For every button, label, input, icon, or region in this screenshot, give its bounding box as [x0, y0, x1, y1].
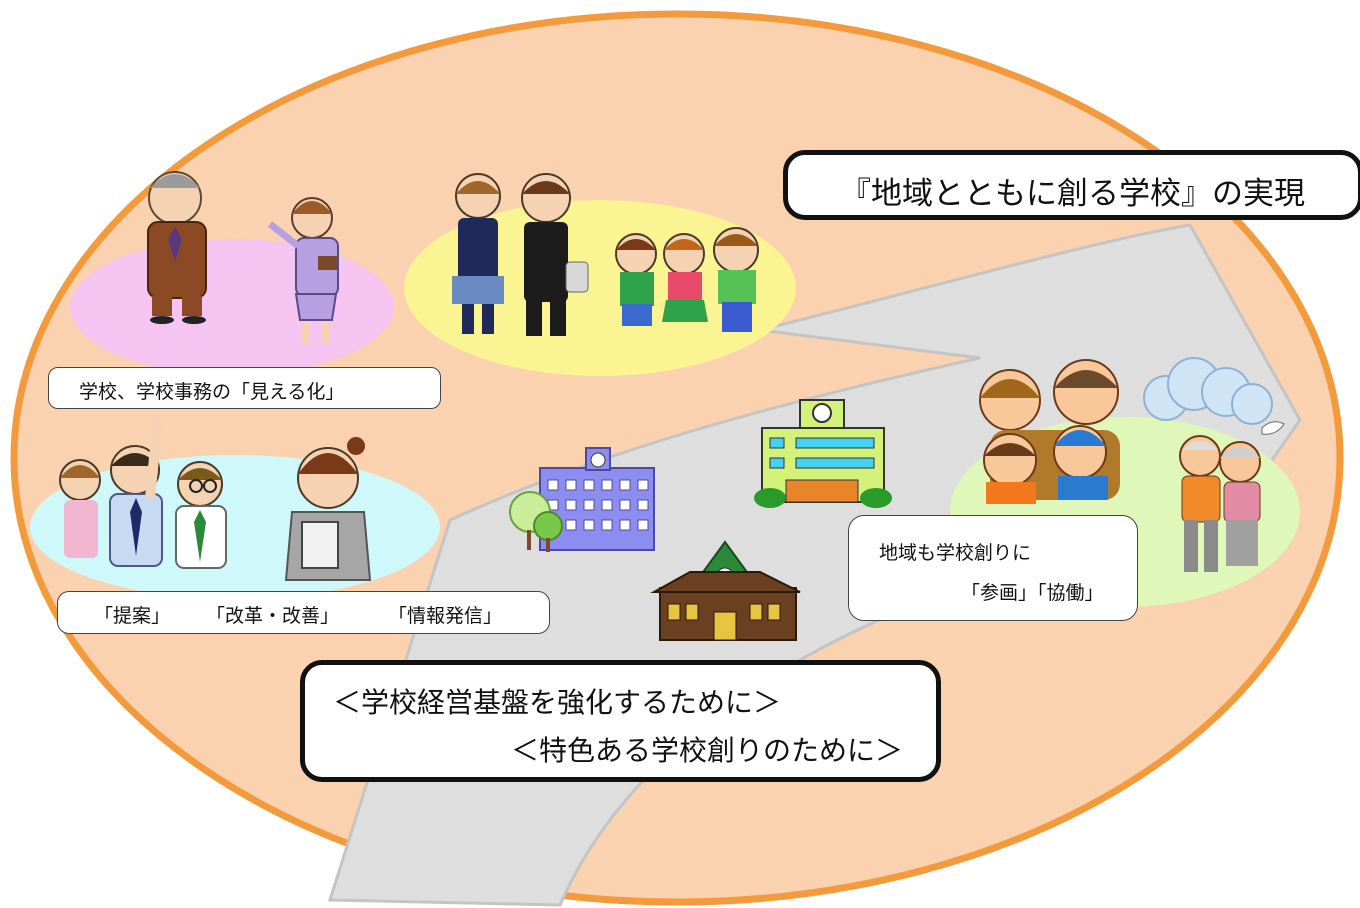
elementary-children: [615, 227, 759, 332]
office-staff-group: [59, 417, 227, 569]
family-figure: [979, 359, 1120, 504]
proposal-label-box: 「提案」 「改革・改善」 「情報発信」: [57, 591, 550, 634]
title-text: 『地域とともに創る学校』の実現: [840, 176, 1305, 212]
proposal-label: 「提案」: [94, 605, 171, 627]
elderly-couple: [1179, 435, 1261, 572]
junior-high-students: [452, 173, 589, 336]
reform-label: 「改革・改善」: [206, 605, 340, 627]
community-label-box: 地域も学校創りに 「参画」「協働」: [848, 515, 1138, 621]
goal-line2: ＜特色ある学校創りのために＞: [511, 734, 904, 767]
community-label-line1: 地域も学校創りに: [879, 542, 1032, 564]
clouds: [1143, 357, 1273, 425]
info-label: 「情報発信」: [388, 605, 503, 627]
visibility-label-box: 学校、学校事務の「見える化」: [48, 367, 441, 409]
pink-circle: [70, 239, 394, 375]
title-box: 『地域とともに創る学校』の実現: [783, 150, 1360, 220]
principal-figure: [147, 171, 207, 324]
teacher-figure: [267, 197, 339, 344]
visibility-label: 学校、学校事務の「見える化」: [79, 381, 345, 403]
modern-school: [754, 399, 892, 508]
community-label-line2: 「参画」「協働」: [961, 582, 1104, 604]
goal-box: ＜学校経営基盤を強化するために＞ ＜特色ある学校創りのために＞: [300, 660, 941, 782]
goal-line1: ＜学校経営基盤を強化するために＞: [333, 686, 782, 719]
school-building: [509, 447, 655, 552]
office-worker-figure: [284, 437, 372, 581]
dove-icon: [1261, 421, 1285, 435]
historic-building: [650, 540, 801, 641]
